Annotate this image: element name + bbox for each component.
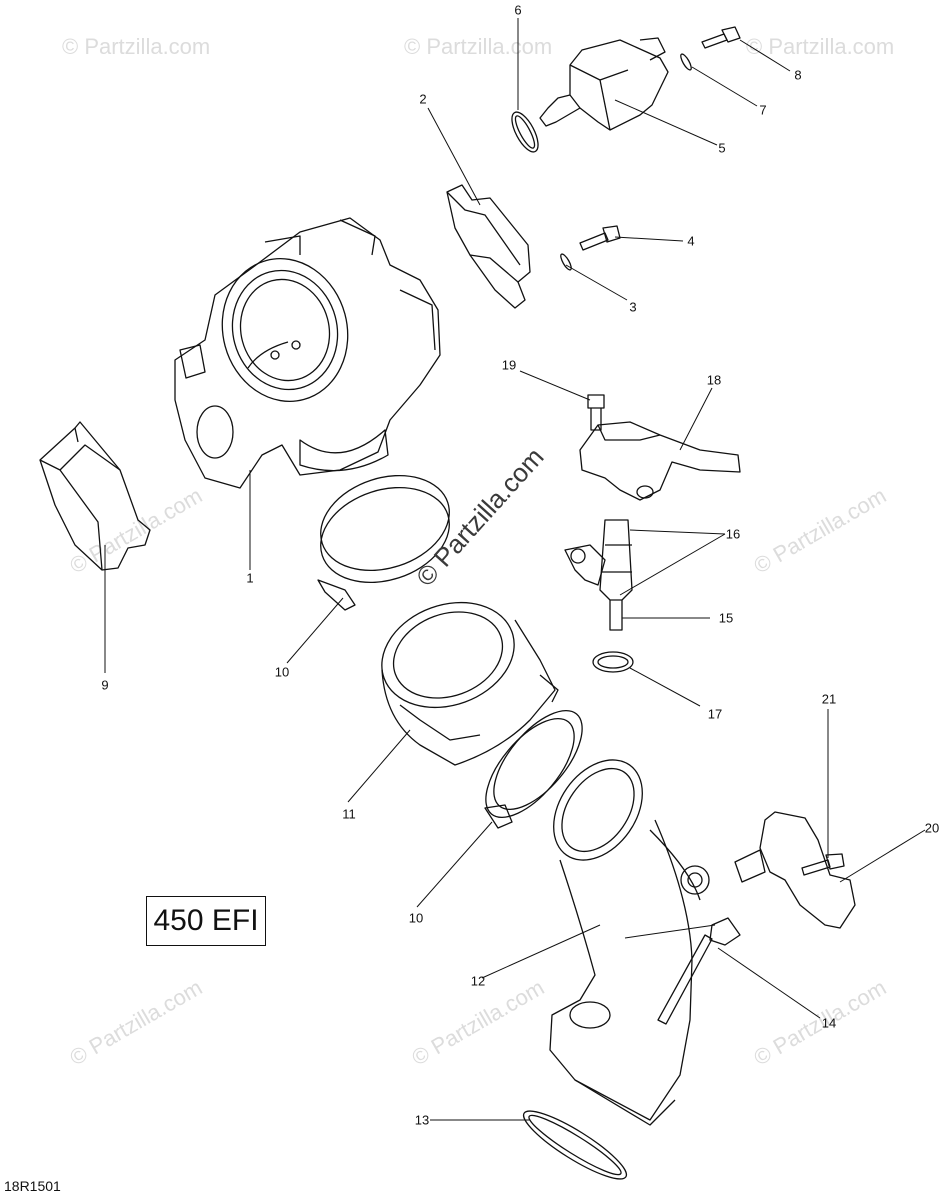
watermark: © Partzilla.com	[62, 34, 211, 59]
callout-3: 3	[629, 299, 637, 315]
callout-6: 6	[514, 2, 522, 18]
model-label: 450 EFI	[146, 896, 266, 946]
gasket-part	[522, 1110, 628, 1180]
reference-code: 18R1501	[4, 1178, 61, 1194]
callout-15: 15	[718, 610, 734, 626]
clamp-part	[484, 709, 583, 829]
manifold-part	[549, 759, 710, 1126]
fuel-rail-part	[579, 421, 741, 501]
callout-21: 21	[821, 691, 837, 707]
cover-part	[39, 421, 151, 571]
screw-part	[801, 853, 845, 876]
callout-18: 18	[706, 372, 722, 388]
bolt-part	[587, 394, 605, 431]
leader-lines	[104, 18, 926, 1121]
callout-10-lower: 10	[408, 910, 424, 926]
ring-part	[560, 253, 572, 271]
sensor-part	[734, 811, 856, 929]
callout-19: 19	[501, 357, 517, 373]
callout-11: 11	[342, 806, 356, 822]
intake-boot-part	[381, 601, 559, 766]
callout-20: 20	[924, 820, 940, 836]
bolt-part	[657, 917, 741, 1025]
screw-part	[701, 26, 741, 49]
callout-1: 1	[246, 570, 254, 586]
callout-8: 8	[794, 67, 802, 83]
callout-5: 5	[718, 140, 726, 156]
callout-2: 2	[419, 91, 427, 107]
clamp-part	[317, 474, 450, 611]
callout-7: 7	[759, 102, 767, 118]
injector-part	[564, 519, 633, 631]
callout-9: 9	[101, 677, 109, 693]
o-ring-part-inner	[514, 115, 536, 149]
plate-part	[446, 184, 531, 309]
callout-17: 17	[707, 706, 723, 722]
callout-12: 12	[470, 973, 486, 989]
ring-part	[680, 53, 692, 71]
watermark: © Partzilla.com	[746, 34, 895, 59]
callout-14: 14	[821, 1015, 837, 1031]
callout-16: 16	[725, 526, 741, 542]
callout-4: 4	[687, 233, 695, 249]
watermark: © Partzilla.com	[404, 34, 553, 59]
callout-13: 13	[414, 1112, 430, 1128]
throttle-body-part	[174, 217, 441, 489]
o-ring-part	[511, 111, 539, 153]
screw-part	[579, 225, 621, 251]
callout-10-upper: 10	[274, 664, 290, 680]
o-ring-part	[592, 651, 634, 673]
idle-valve-part	[539, 37, 669, 131]
